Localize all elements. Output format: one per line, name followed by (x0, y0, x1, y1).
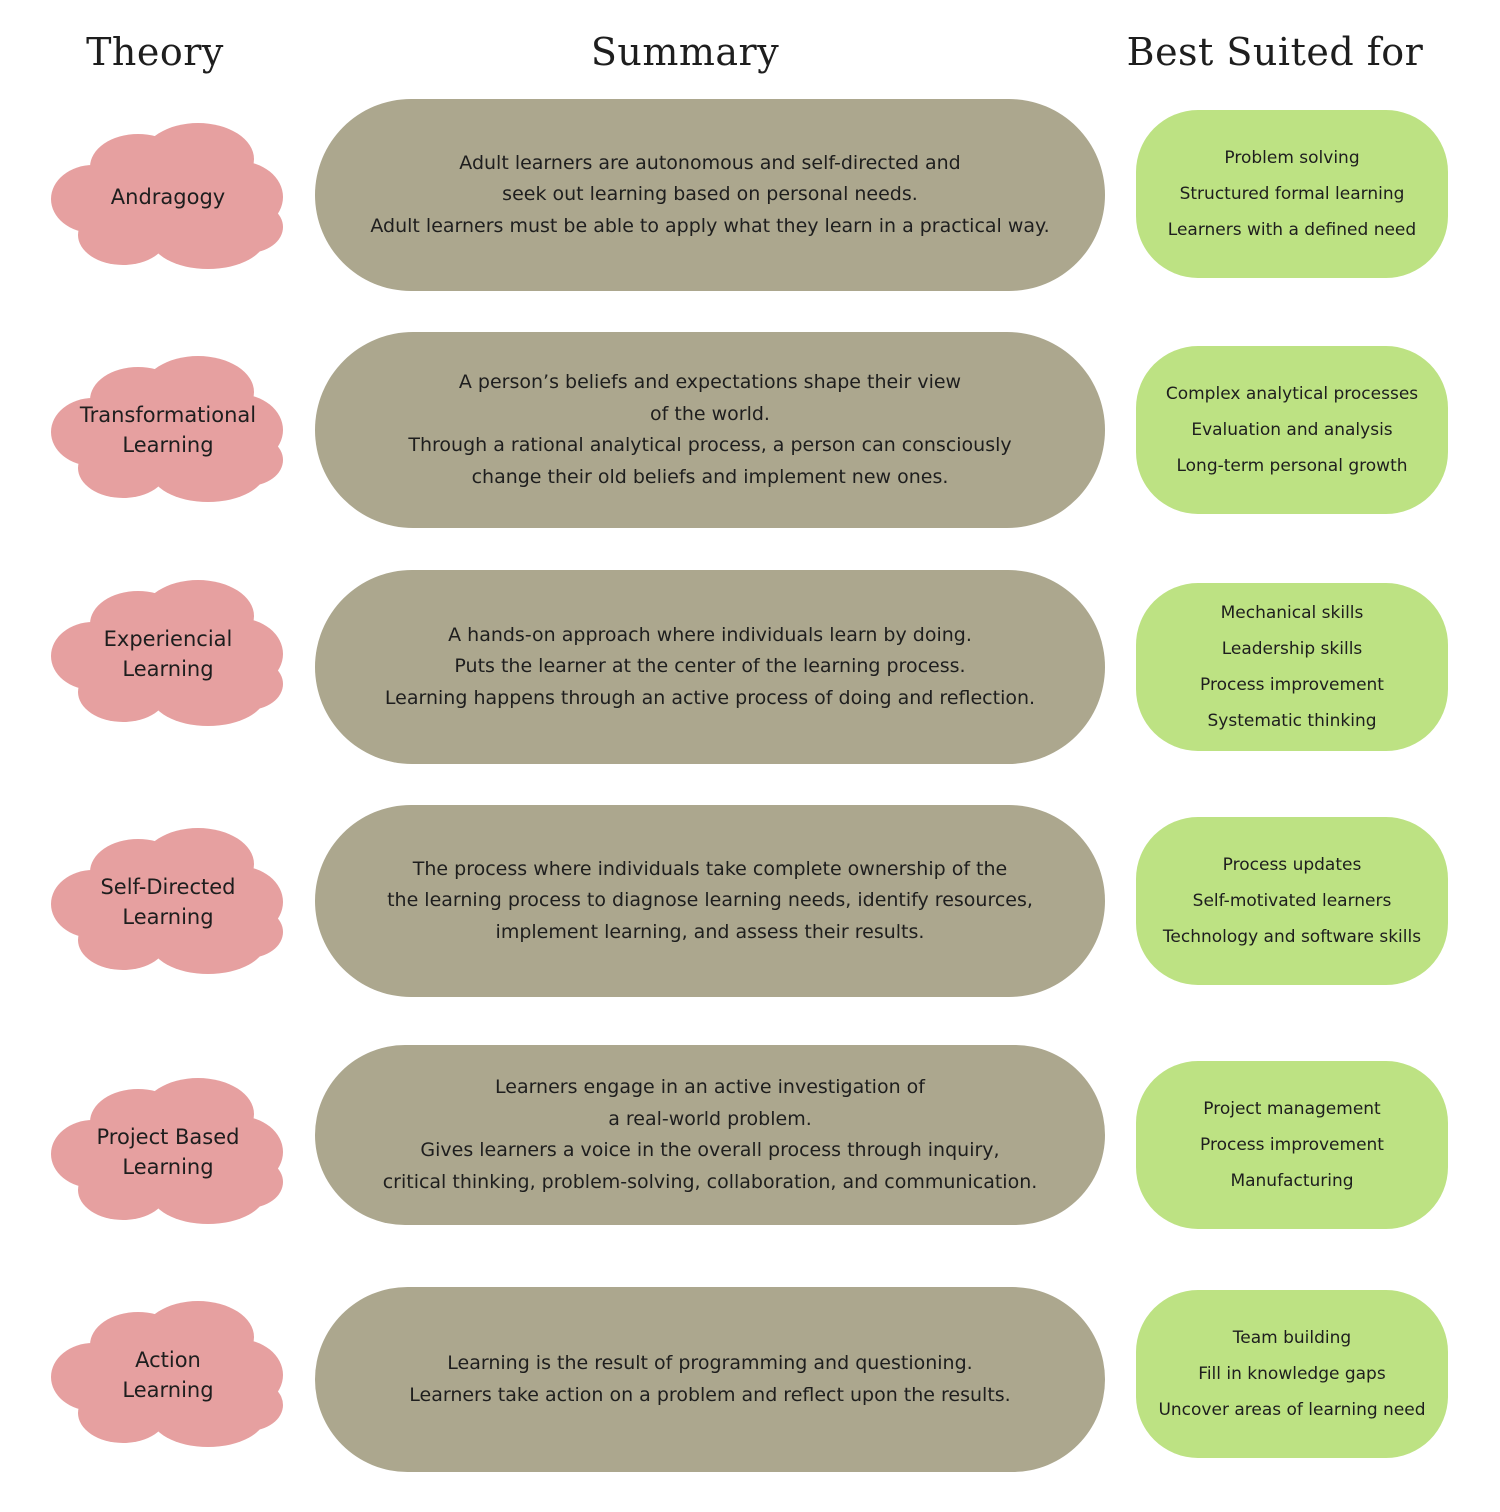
best-suited-item: Structured formal learning (1179, 184, 1405, 204)
best-suited-pill: Problem solving Structured formal learni… (1136, 110, 1448, 278)
summary-text: Learning is the result of programming an… (409, 1352, 1011, 1406)
theory-cloud: Andragogy (48, 119, 288, 274)
best-suited-item: Technology and software skills (1162, 927, 1422, 947)
best-suited-item: Process improvement (1200, 1135, 1384, 1155)
best-suited-pill: Process updates Self-motivated learners … (1136, 817, 1448, 985)
cloud-shape (51, 356, 283, 502)
best-suited-pill: Mechanical skills Leadership skills Proc… (1136, 583, 1448, 751)
summary-text: Adult learners are autonomous and self-d… (370, 151, 1050, 237)
theory-column-header: Theory (86, 30, 224, 74)
best-suited-item: Long-term personal growth (1176, 456, 1408, 476)
best-suited-item: Manufacturing (1230, 1171, 1354, 1191)
cloud-shape (51, 123, 283, 269)
best-suited-item: Evaluation and analysis (1191, 420, 1393, 440)
best-suited-pill: Team building Fill in knowledge gaps Unc… (1136, 1290, 1448, 1458)
best-suited-item: Complex analytical processes (1165, 384, 1419, 404)
best-suited-item: Problem solving (1224, 148, 1360, 168)
summary-text: Learners engage in an active investigati… (382, 1076, 1038, 1193)
cloud-shape (51, 580, 283, 726)
best-suited-item: Process improvement (1200, 675, 1384, 695)
theory-label: Project Based Learning (96, 1124, 240, 1179)
theory-cloud: Transformational Learning (48, 352, 288, 507)
summary-text: The process where individuals take compl… (387, 857, 1033, 943)
theory-cloud: Self-Directed Learning (48, 824, 288, 979)
summary-pill: Adult learners are autonomous and self-d… (315, 99, 1105, 291)
best-suited-item: Mechanical skills (1220, 603, 1364, 623)
best-suited-item: Leadership skills (1221, 639, 1363, 659)
best-suited-column-header: Best Suited for (1126, 30, 1424, 74)
best-suited-item: Uncover areas of learning need (1158, 1400, 1426, 1420)
summary-pill: A person’s beliefs and expectations shap… (315, 332, 1105, 528)
summary-text: A person’s beliefs and expectations shap… (408, 371, 1012, 488)
best-suited-item: Learners with a defined need (1167, 220, 1417, 240)
theory-label: Self-Directed Learning (100, 874, 236, 929)
summary-pill: Learners engage in an active investigati… (315, 1045, 1105, 1225)
cloud-shape (51, 828, 283, 974)
summary-pill: Learning is the result of programming an… (315, 1287, 1105, 1472)
theory-label: Experiencial Learning (103, 626, 233, 681)
summary-column-header: Summary (590, 30, 780, 74)
theory-label: Action Learning (122, 1347, 214, 1402)
theory-label: Transformational Learning (79, 402, 257, 457)
summary-pill: The process where individuals take compl… (315, 805, 1105, 997)
best-suited-item: Systematic thinking (1207, 711, 1377, 731)
summary-text: A hands-on approach where individuals le… (384, 623, 1036, 709)
best-suited-pill: Project management Process improvement M… (1136, 1061, 1448, 1229)
cloud-shape (51, 1301, 283, 1447)
theory-cloud: Experiencial Learning (48, 576, 288, 731)
theory-cloud: Action Learning (48, 1297, 288, 1452)
best-suited-pill: Complex analytical processes Evaluation … (1136, 346, 1448, 514)
best-suited-item: Team building (1232, 1328, 1352, 1348)
cloud-shape (51, 1078, 283, 1224)
best-suited-item: Project management (1203, 1099, 1381, 1119)
best-suited-item: Fill in knowledge gaps (1198, 1364, 1386, 1384)
best-suited-item: Self-motivated learners (1192, 891, 1392, 911)
theory-cloud: Project Based Learning (48, 1074, 288, 1229)
summary-pill: A hands-on approach where individuals le… (315, 570, 1105, 764)
best-suited-item: Process updates (1222, 855, 1362, 875)
theory-label: Andragogy (110, 184, 226, 209)
